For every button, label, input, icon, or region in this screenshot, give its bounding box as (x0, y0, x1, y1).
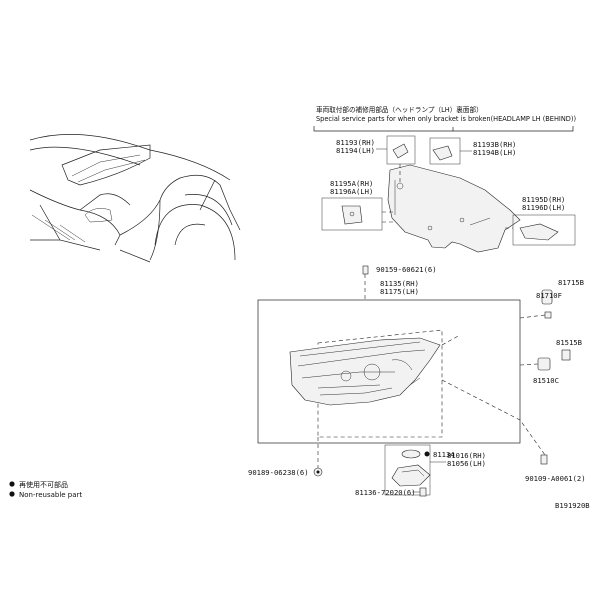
label-81195D: 81195D(RH) (522, 195, 565, 204)
part-81710F (544, 311, 552, 319)
bullet-icon (9, 491, 15, 497)
label-81196D: 81196D(LH) (522, 203, 565, 212)
screw-90159 (362, 265, 369, 275)
assembly-frame (257, 299, 521, 444)
label-81136: 81136-72020(6) (355, 488, 416, 497)
label-81510C: 81510C (533, 376, 559, 385)
label-81715B: 81715B (558, 278, 584, 287)
label-81193: 81193(RH) (336, 138, 375, 147)
figure-code: B191920B (555, 501, 590, 510)
bracket-note-en: Special service parts for when only brac… (316, 115, 576, 123)
gasket-81134 (401, 449, 421, 459)
legend-en: Non-reusable part (19, 491, 82, 499)
label-81710F: 81710F (536, 291, 562, 300)
part-81510C (537, 357, 551, 371)
headlamp-assembly-group: 90159-60621(6) 81135(RH) 81175(LH) 81715… (248, 265, 586, 483)
bullet-icon (9, 481, 15, 487)
legend: 再使用不可部品 Non-reusable part (9, 480, 82, 499)
label-90189: 90189-06238(6) (248, 468, 309, 477)
label-81194B: 81194B(LH) (473, 148, 516, 157)
label-81135: 81135(RH) (380, 279, 419, 288)
bracket-kit-group: 車両取付部の補修用部品（ヘッドランプ（LH）裏面部） Special servi… (313, 105, 576, 253)
label-81016: 81016(RH) (447, 451, 486, 460)
label-81194: 81194(LH) (336, 146, 375, 155)
cover-81016 (391, 464, 431, 487)
label-81515B: 81515B (556, 338, 582, 347)
headlamp-housing-back (387, 164, 521, 253)
label-81175: 81175(LH) (380, 287, 419, 296)
bolt-90109 (540, 454, 548, 465)
bracket-note-jp: 車両取付部の補修用部品（ヘッドランプ（LH）裏面部） (316, 105, 483, 114)
part-81515B (561, 349, 571, 361)
headlamp-body (289, 337, 441, 406)
label-81056: 81056(LH) (447, 459, 486, 468)
screw-81136 (419, 487, 427, 497)
vehicle-front-illustration (29, 134, 241, 263)
cover-parts-group: 81134 81016(RH) 81056(LH) 81136-72020(6) (355, 444, 486, 497)
label-90109: 90109-A0061(2) (525, 474, 586, 483)
label-81196A: 81196A(LH) (330, 187, 373, 196)
label-90159: 90159-60621(6) (376, 265, 437, 274)
part-81715B (541, 289, 553, 305)
label-81193B: 81193B(RH) (473, 140, 516, 149)
label-81195A: 81195A(RH) (330, 179, 373, 188)
label-81134: 81134 (433, 450, 455, 459)
legend-jp: 再使用不可部品 (19, 480, 68, 489)
